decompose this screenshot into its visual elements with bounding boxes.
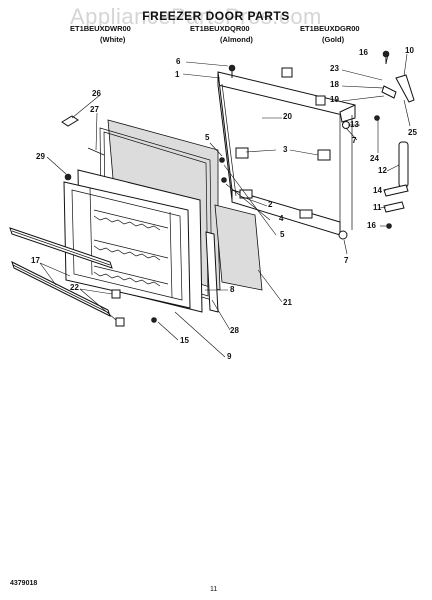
callout-10: 10	[405, 46, 414, 55]
color-label: (Gold)	[322, 35, 345, 44]
clip	[61, 115, 79, 127]
callout-26: 26	[92, 89, 101, 98]
shelf-end-cap	[115, 317, 125, 327]
callout-4: 4	[279, 214, 284, 223]
callout-21: 21	[283, 298, 292, 307]
callout-22: 22	[70, 283, 79, 292]
page-number: 11	[210, 586, 218, 593]
callout-20: 20	[283, 112, 292, 121]
color-label: (Almond)	[220, 35, 253, 44]
watermark: AppliancePartsPros.com	[70, 4, 322, 29]
callout-5: 5	[205, 133, 210, 142]
callout-12: 12	[378, 166, 387, 175]
leader-lines	[39, 53, 411, 358]
callout-28: 28	[230, 326, 239, 335]
callout-16: 16	[359, 48, 368, 57]
callout-23: 23	[330, 64, 339, 73]
model-number: ET1BEUXDQR00	[190, 24, 250, 33]
callout-17: 17	[31, 256, 40, 265]
model-number: ET1BEUXDWR00	[70, 24, 131, 33]
door-foam-right	[214, 204, 263, 291]
callout-14: 14	[373, 186, 382, 195]
callout-11: 11	[373, 203, 382, 212]
callout-7: 7	[352, 136, 357, 145]
door-handle	[398, 141, 409, 188]
color-label: (White)	[100, 35, 126, 44]
callout-9: 9	[227, 352, 232, 361]
model-number: ET1BEUXDGR00	[300, 24, 360, 33]
shelf-rails	[9, 227, 113, 317]
callout-3: 3	[283, 145, 288, 154]
callout-18: 18	[330, 80, 339, 89]
document-number: 4379018	[10, 580, 38, 587]
trim-strip	[205, 231, 219, 313]
door-frame	[217, 71, 356, 236]
callout-15: 15	[180, 336, 189, 345]
callout-1: 1	[175, 70, 180, 79]
callout-16: 16	[367, 221, 376, 230]
callout-8: 8	[230, 285, 235, 294]
callout-27: 27	[90, 105, 99, 114]
hinge	[395, 74, 415, 103]
shelf-end-cap	[111, 289, 121, 299]
callout-6: 6	[176, 57, 181, 66]
callout-24: 24	[370, 154, 379, 163]
callout-29: 29	[36, 152, 45, 161]
callout-7: 7	[344, 256, 349, 265]
callout-25: 25	[408, 128, 417, 137]
callout-13: 13	[350, 120, 359, 129]
callout-2: 2	[268, 200, 273, 209]
callout-19: 19	[330, 95, 339, 104]
page-title: FREEZER DOOR PARTS	[142, 9, 290, 23]
screws	[64, 50, 392, 323]
callout-5: 5	[280, 230, 285, 239]
